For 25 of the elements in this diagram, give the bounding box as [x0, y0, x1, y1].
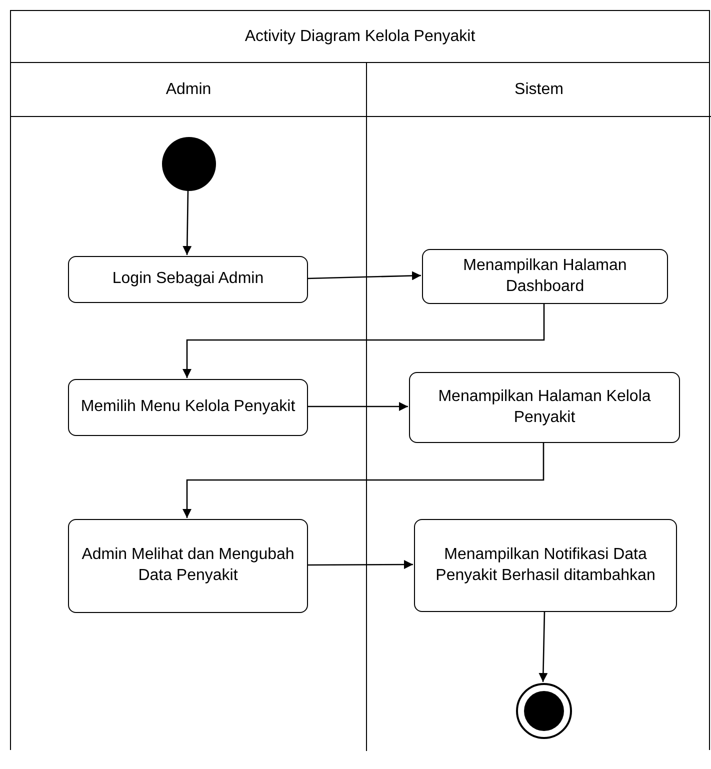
swimlane — [11, 63, 367, 751]
arrow — [306, 271, 422, 280]
action-label: Login Sebagai Admin — [112, 269, 264, 290]
action-label: Memilih Menu Kelola Penyakit — [80, 397, 296, 418]
action-label: Menampilkan Halaman Dashboard — [462, 256, 628, 296]
action-box — [409, 372, 680, 443]
arrow — [182, 303, 545, 378]
action-box — [68, 256, 308, 303]
action-label: Admin Melihat dan Mengubah Data Penyakit — [80, 545, 296, 586]
action-box — [422, 249, 668, 304]
arrow — [307, 402, 408, 411]
action-box — [414, 519, 677, 612]
start-node — [162, 137, 216, 191]
lane-header: Admin — [11, 63, 366, 117]
action-box — [68, 519, 308, 613]
arrow — [307, 560, 413, 570]
pool-title: Activity Diagram Kelola Penyakit — [11, 11, 709, 63]
arrow — [182, 442, 544, 518]
arrow — [182, 190, 192, 256]
action-box — [68, 379, 308, 436]
action-label: Menampilkan Halaman Kelola Penyakit — [437, 386, 652, 428]
action-label: Menampilkan Notifikasi Data Penyakit Berhasil ditambahkan — [434, 544, 656, 586]
lane-header: Sistem — [367, 63, 711, 117]
arrow — [538, 610, 548, 682]
swimlane-pool — [10, 10, 710, 750]
